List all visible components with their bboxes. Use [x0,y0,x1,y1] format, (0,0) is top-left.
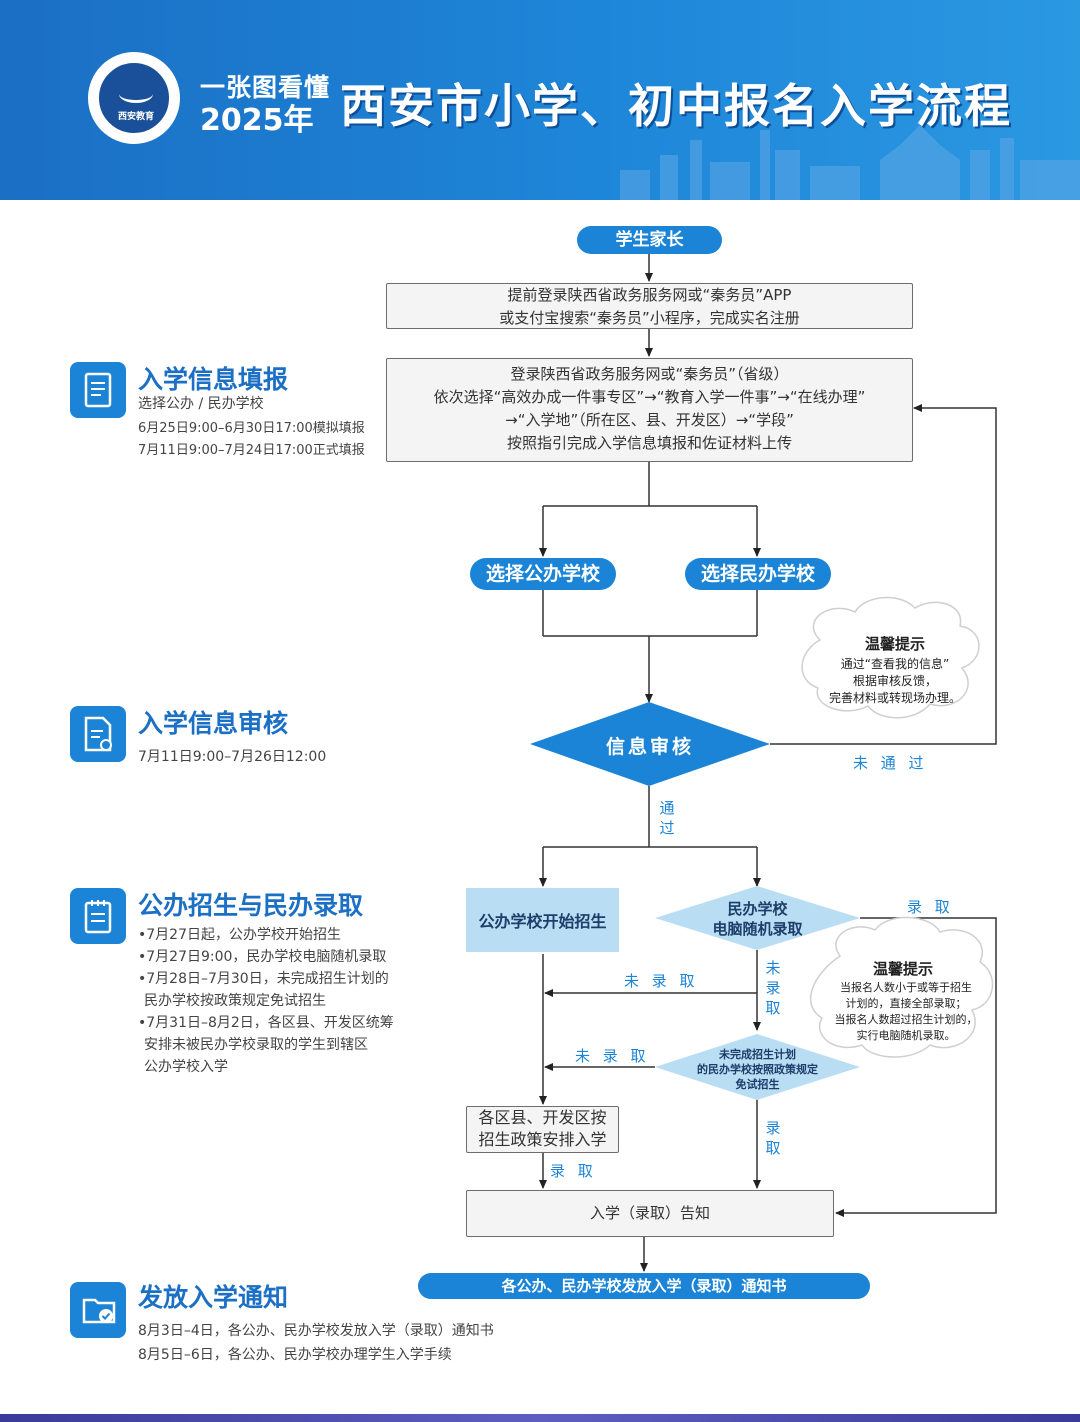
district-arrange-box: 各区县、开发区按 招生政策安排入学 [466,1106,619,1153]
choose-public-school: 选择公办学校 [470,558,616,590]
subtitle-line1: 一张图看懂 [200,73,331,102]
tip1-line: 根据审核反馈， [852,674,937,688]
tip-cloud-1 [801,596,980,719]
public-start-box-bg [466,888,619,952]
document-review-icon [70,706,126,762]
exempt-label: 未完成招生计划 的民办学校按照政策规定 免试招生 [680,1047,835,1092]
step-fill-line: →“入学地”（所在区、县、开发区）→“学段” [505,411,794,429]
step-register-line: 或支付宝搜索“秦务员”小程序，完成实名注册 [499,309,800,327]
header-banner: 西安教育 一张图看懂 2025年 西安市小学、初中报名入学流程 [0,0,1080,200]
subtitle-year: 2025年 [200,103,314,138]
admitted-char: 录 [765,1119,781,1137]
district-line: 各区县、开发区按 [478,1108,607,1127]
not-admitted-label-2: 未 录 取 [575,1047,650,1065]
section-text: 公办学校入学 [144,1059,228,1075]
education-logo: 西安教育 [88,52,180,144]
page-title: 西安市小学、初中报名入学流程 [340,79,1012,133]
public-start-label: 公办学校开始招生 [478,912,607,931]
not-admitted-char: 取 [765,999,781,1017]
admission-notice-box: 入学（录取）告知 [466,1190,834,1237]
book-icon [119,85,153,103]
not-admitted-label-1: 未 录 取 [624,972,699,990]
bottom-strip [0,1414,1080,1422]
section-text: •7月27日起，公办学校开始招生 [138,927,341,943]
tip1-title: 温馨提示 [864,635,925,653]
section-text: 民办学校按政策规定免试招生 [144,993,326,1009]
admitted-label-right: 录 取 [907,898,954,916]
review-diamond [530,702,770,786]
exempt-line: 未完成招生计划 [719,1048,796,1061]
tip2-title: 温馨提示 [872,960,933,978]
step-fill-line: 登录陕西省政务服务网或“秦务员”（省级） [510,365,789,383]
admitted-vertical-label: 录 取 [765,1118,781,1158]
tip-cloud-2 [810,916,994,1058]
section-text: 选择公办 / 民办学校 [138,396,264,412]
not-admitted-vertical-label: 未 录 取 [765,958,781,1018]
admitted-label-left: 录 取 [550,1162,597,1180]
exempt-diamond [655,1034,860,1100]
not-admitted-char: 录 [765,979,781,997]
tip1-text: 通过“查看我的信息” 根据审核反馈， 完善材料或转现场办理。 [815,656,975,707]
step-fill-line: 按照指引完成入学信息填报和佐证材料上传 [506,434,792,452]
city-skyline-illustration [620,125,1080,200]
choose-private-school: 选择民办学校 [685,558,831,590]
section-title-info-fill: 入学信息填报 [138,365,289,394]
admitted-char: 取 [765,1139,781,1157]
private-lottery-line: 电脑随机录取 [712,920,803,938]
tip2-text: 当报名人数小于或等于招生 计划的，直接全部录取； 当报名人数超过招生计划的， 实… [826,980,986,1044]
tip1-line: 通过“查看我的信息” [840,657,950,671]
form-document-icon [70,362,126,418]
step-fill-box: 登录陕西省政务服务网或“秦务员”（省级） 依次选择“高效办成一件事专区”→“教育… [386,358,913,462]
tip2-line: 当报名人数超过招生计划的， [834,1013,978,1026]
notepad-icon [70,888,126,944]
section-text: 6月25日9:00–6月30日17:00模拟填报 [138,421,365,436]
passed-char: 通 [659,799,675,817]
tip2-line: 当报名人数小于或等于招生 [840,981,972,994]
section-title-enrollment: 公办招生与民办录取 [138,891,364,920]
start-node-parents: 学生家长 [577,226,722,254]
section-text: •7月31日–8月2日，各区县、开发区统筹 [138,1015,394,1031]
tip1-line: 完善材料或转现场办理。 [828,691,961,705]
step-fill-line: 依次选择“高效办成一件事专区”→“教育入学一件事”→“在线办理” [433,388,866,406]
final-notice-bar: 各公办、民办学校发放入学（录取）通知书 [418,1273,870,1299]
section-text: 安排未被民办学校录取的学生到辖区 [144,1037,368,1053]
exempt-line: 免试招生 [735,1078,780,1091]
tip2-line: 计划的，直接全部录取； [845,997,967,1010]
not-passed-label: 未 通 过 [853,754,928,772]
tip2-line: 实行电脑随机录取。 [856,1029,956,1042]
private-lottery-line: 民办学校 [727,900,788,918]
logo-text: 西安教育 [117,112,154,122]
exempt-line: 的民办学校按照政策规定 [697,1063,818,1076]
passed-label: 通 过 [659,798,675,838]
section-text: 7月11日9:00–7月26日12:00 [138,749,327,765]
section-title-review: 入学信息审核 [138,709,289,738]
district-line: 招生政策安排入学 [478,1130,607,1149]
section-text: 8月5日–6日，各公办、民办学校办理学生入学手续 [138,1347,452,1363]
folder-check-icon [70,1282,126,1338]
section-text: •7月28日–7月30日，未完成招生计划的 [138,971,389,987]
step-register-box: 提前登录陕西省政务服务网或“秦务员”APP 或支付宝搜索“秦务员”小程序，完成实… [386,283,913,329]
section-text: 7月11日9:00–7月24日17:00正式填报 [138,443,365,458]
passed-char: 过 [659,819,675,837]
private-lottery-label: 民办学校 电脑随机录取 [680,899,835,939]
section-text: •7月27日9:00，民办学校电脑随机录取 [138,949,387,965]
review-label: 信息审核 [605,736,694,758]
not-admitted-char: 未 [765,959,781,977]
section-title-notice: 发放入学通知 [138,1283,289,1312]
section-text: 8月3日–4日，各公办、民办学校发放入学（录取）通知书 [138,1323,494,1339]
private-lottery-diamond [655,886,860,950]
step-register-line: 提前登录陕西省政务服务网或“秦务员”APP [507,286,792,304]
